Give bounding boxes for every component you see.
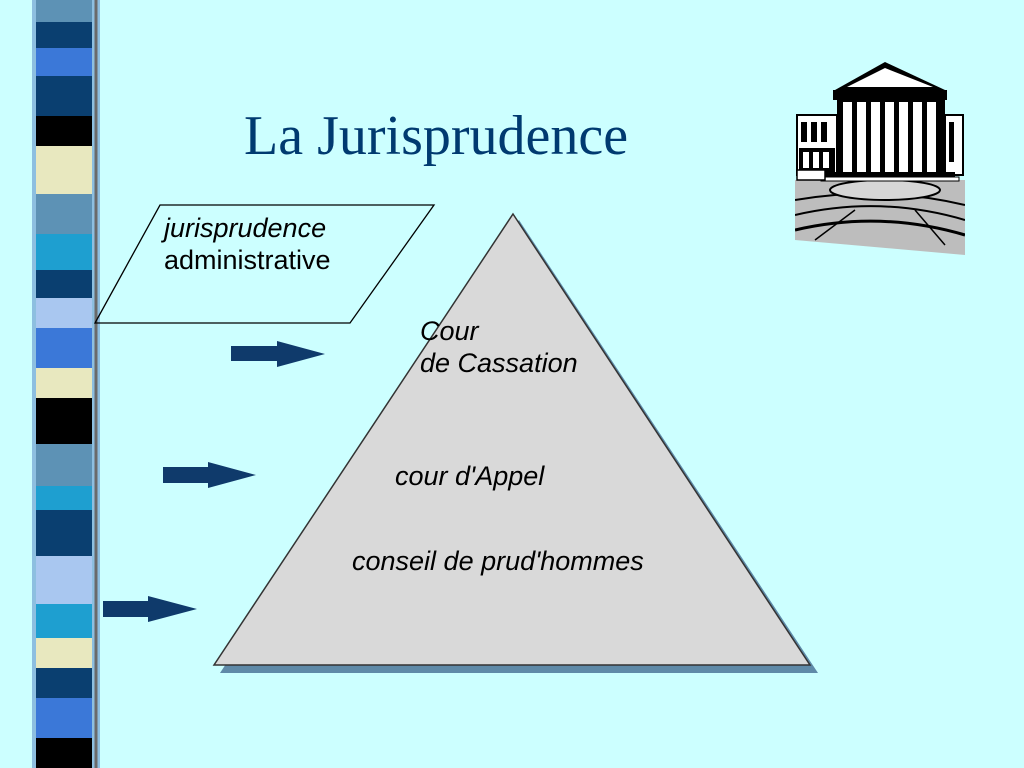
slide-title: La Jurisprudence	[244, 105, 629, 167]
arrow-right-icon	[163, 462, 256, 488]
stripe-block	[36, 270, 92, 298]
stripe-block	[36, 604, 92, 638]
stripe-block	[36, 48, 92, 76]
stripe-block	[36, 444, 92, 486]
pyramid-level-prudhommes: conseil de prud'hommes	[352, 545, 644, 577]
pyramid-triangle	[212, 212, 812, 666]
parallelogram-label-line: jurisprudence	[164, 213, 327, 243]
stripe-block	[36, 556, 92, 604]
stripe-block	[36, 698, 92, 738]
stripe-block	[36, 22, 92, 48]
stripe-block	[36, 398, 92, 444]
pyramid-level-cassation: Cour de Cassation	[420, 315, 578, 380]
stripe-block	[36, 116, 92, 146]
parallelogram-shape	[93, 204, 436, 324]
arrow-right-icon	[103, 596, 197, 622]
pyramid-level-line: cour d'Appel	[395, 461, 545, 491]
decorative-stripe	[32, 0, 100, 768]
parallelogram-label-line: administrative	[164, 245, 331, 276]
courthouse-icon	[795, 62, 965, 255]
stripe-block	[36, 146, 92, 194]
stripe-block	[36, 194, 92, 234]
pyramid-level-line: Cour	[420, 316, 479, 346]
pyramid-level-appel: cour d'Appel	[395, 460, 544, 492]
stripe-block	[36, 76, 92, 116]
stripe-block	[36, 668, 92, 698]
parallelogram-label: jurisprudence administrative	[164, 212, 331, 277]
pyramid-level-line: conseil de prud'hommes	[352, 546, 644, 576]
pyramid-level-line: de Cassation	[420, 348, 578, 379]
arrow-right-icon	[231, 341, 325, 367]
stripe-block	[36, 368, 92, 398]
stripe-block	[36, 298, 92, 328]
stripe-block	[36, 738, 92, 768]
stripe-block	[36, 328, 92, 368]
stripe-block	[36, 510, 92, 556]
stripe-block	[36, 234, 92, 270]
stripe-block	[36, 486, 92, 510]
stripe-block	[36, 0, 92, 22]
stripe-block	[36, 638, 92, 668]
